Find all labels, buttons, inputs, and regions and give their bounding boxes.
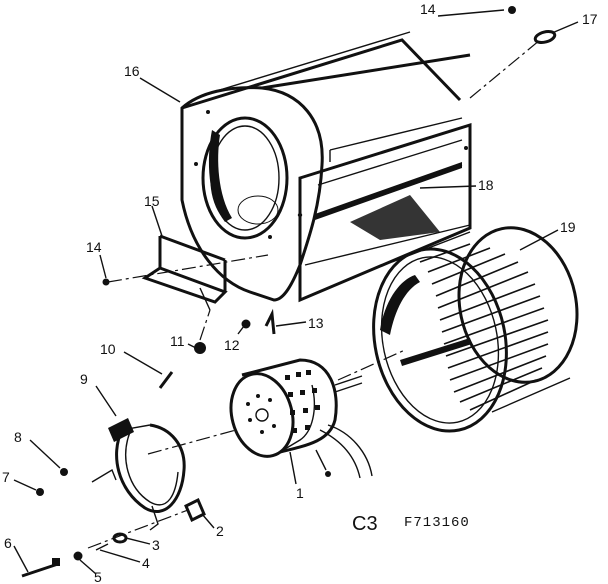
assembly-centerlines — [87, 39, 541, 549]
mounting-bracket — [141, 234, 228, 311]
callout-19: 19 — [560, 219, 576, 235]
blower-housing — [180, 31, 472, 303]
blower-wheel — [372, 226, 579, 433]
hardware — [21, 6, 557, 578]
leader-lines — [13, 9, 579, 575]
callout-15: 15 — [144, 193, 160, 209]
callout-18: 18 — [478, 177, 494, 193]
callout-9: 9 — [80, 371, 88, 387]
callout-6: 6 — [4, 535, 12, 551]
callout-14-upper: 14 — [420, 1, 436, 17]
callout-11: 11 — [170, 333, 185, 349]
callout-16: 16 — [124, 63, 140, 79]
callout-5: 5 — [94, 569, 102, 584]
callout-12: 12 — [224, 337, 240, 353]
callout-2: 2 — [216, 523, 224, 539]
blower-motor — [229, 358, 373, 479]
callout-3: 3 — [152, 537, 160, 553]
callout-13: 13 — [308, 315, 324, 331]
callout-14-lower: 14 — [86, 239, 102, 255]
callout-10: 10 — [100, 341, 116, 357]
motor-mount-band — [91, 418, 186, 531]
callout-1: 1 — [296, 485, 304, 501]
section-label: C3 — [352, 513, 378, 535]
figure-code: F713160 — [404, 515, 470, 531]
callout-labels: 1 2 3 4 5 6 7 8 9 10 11 12 13 14 14 15 1… — [2, 1, 598, 584]
callout-4: 4 — [142, 555, 150, 571]
callout-17: 17 — [582, 11, 598, 27]
callout-7: 7 — [2, 469, 10, 485]
callout-8: 8 — [14, 429, 22, 445]
